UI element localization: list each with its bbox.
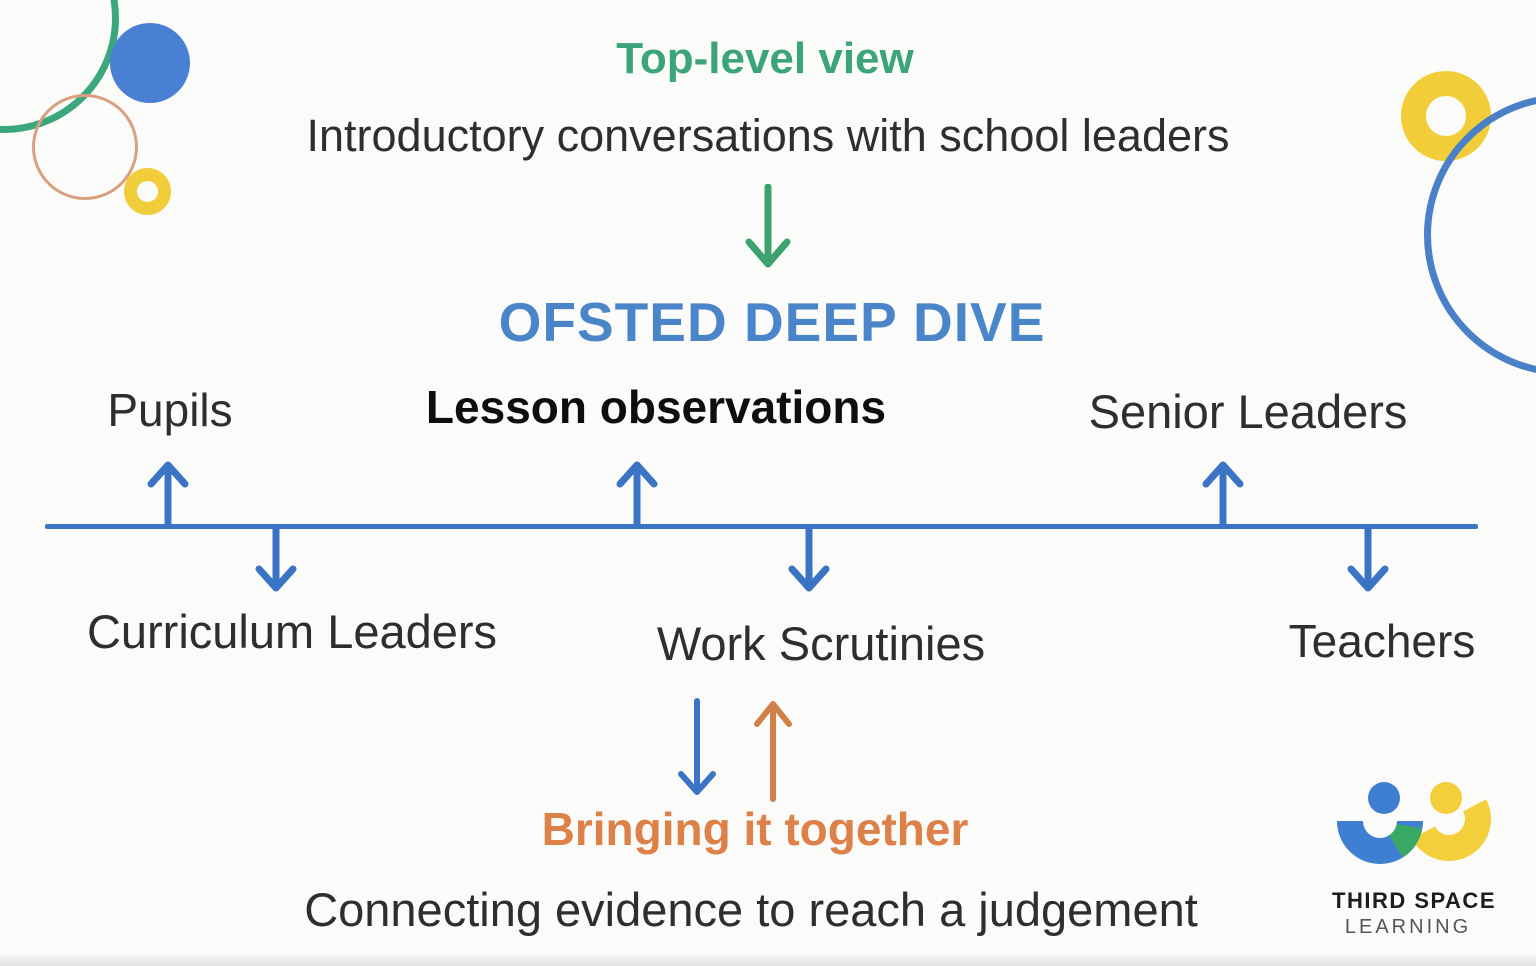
intro-text: Introductory conversations with school l… <box>306 110 1230 161</box>
logo-wordmark-line2: LEARNING <box>1344 916 1472 938</box>
label-lesson-observations: Lesson observations <box>425 381 887 433</box>
eyebrow-heading: Top-level view <box>616 34 914 83</box>
up-arrow-icon <box>616 461 658 528</box>
label-pupils: Pupils <box>107 384 233 436</box>
decorative-yellow-donut-small <box>124 168 171 215</box>
label-teachers: Teachers <box>1288 615 1476 667</box>
up-arrow-icon <box>1202 461 1244 528</box>
logo-wordmark-line1: THIRD SPACE <box>1332 888 1496 913</box>
third-space-learning-logo-icon <box>1337 782 1491 864</box>
label-work-scrutinies: Work Scrutinies <box>656 617 986 670</box>
down-arrow-icon <box>745 184 791 268</box>
diagram-title: OFSTED DEEP DIVE <box>498 291 1046 353</box>
bringing-it-together-heading: Bringing it together <box>541 803 969 855</box>
connecting-evidence-text: Connecting evidence to reach a judgement <box>304 883 1198 936</box>
down-arrow-icon <box>678 698 716 795</box>
down-arrow-icon <box>255 526 297 592</box>
label-curriculum-leaders: Curriculum Leaders <box>86 605 498 658</box>
up-arrow-icon <box>754 701 792 802</box>
label-senior-leaders: Senior Leaders <box>1088 385 1408 438</box>
decorative-blue-filled-circle <box>110 23 190 103</box>
bottom-edge-shadow <box>0 953 1536 966</box>
down-arrow-icon <box>1347 526 1389 592</box>
down-arrow-icon <box>788 526 830 592</box>
up-arrow-icon <box>147 461 189 528</box>
decorative-tan-circle-outline <box>32 94 138 200</box>
timeline-line <box>45 524 1478 529</box>
